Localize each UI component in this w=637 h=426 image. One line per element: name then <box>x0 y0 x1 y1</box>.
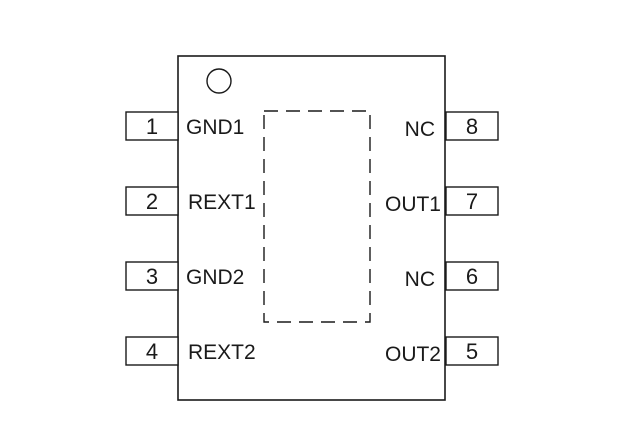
pin-8-number: 8 <box>466 114 478 139</box>
ic-body <box>177 55 446 401</box>
pin-7-box <box>445 186 499 216</box>
exposed-pad <box>263 110 371 323</box>
pin-1: 1 GND1 <box>125 111 244 141</box>
pin-7-number: 7 <box>466 189 478 214</box>
pin-4: 4 REXT2 <box>125 336 256 366</box>
pin-8: 8 NC <box>405 111 499 141</box>
pin-3-number: 3 <box>146 264 158 289</box>
pin-5-number: 5 <box>466 339 478 364</box>
pin-8-box <box>445 111 499 141</box>
pin-8-label: NC <box>405 118 435 141</box>
pin-4-label: REXT2 <box>188 341 256 364</box>
pin-5-label: OUT2 <box>385 343 441 366</box>
pin-3-box <box>125 261 179 291</box>
pin-2-box <box>125 186 179 216</box>
pin-4-number: 4 <box>146 339 158 364</box>
pin-5-box <box>445 336 499 366</box>
pin-7: 7 OUT1 <box>385 186 499 216</box>
pin-3-label: GND2 <box>186 266 244 289</box>
pin-6-label: NC <box>405 268 435 291</box>
pin-6: 6 NC <box>405 261 499 291</box>
pin-2-label: REXT1 <box>188 191 256 214</box>
pin-5: 5 OUT2 <box>385 336 499 366</box>
pin-3: 3 GND2 <box>125 261 244 291</box>
pin-4-box <box>125 336 179 366</box>
pin-2-number: 2 <box>146 189 158 214</box>
pin-1-number: 1 <box>146 114 158 139</box>
pin-6-box <box>445 261 499 291</box>
pin1-indicator-circle <box>206 68 232 94</box>
pin-6-number: 6 <box>466 264 478 289</box>
pin-2: 2 REXT1 <box>125 186 256 216</box>
pin-1-box <box>125 111 179 141</box>
pin-7-label: OUT1 <box>385 193 441 216</box>
pin-1-label: GND1 <box>186 116 244 139</box>
